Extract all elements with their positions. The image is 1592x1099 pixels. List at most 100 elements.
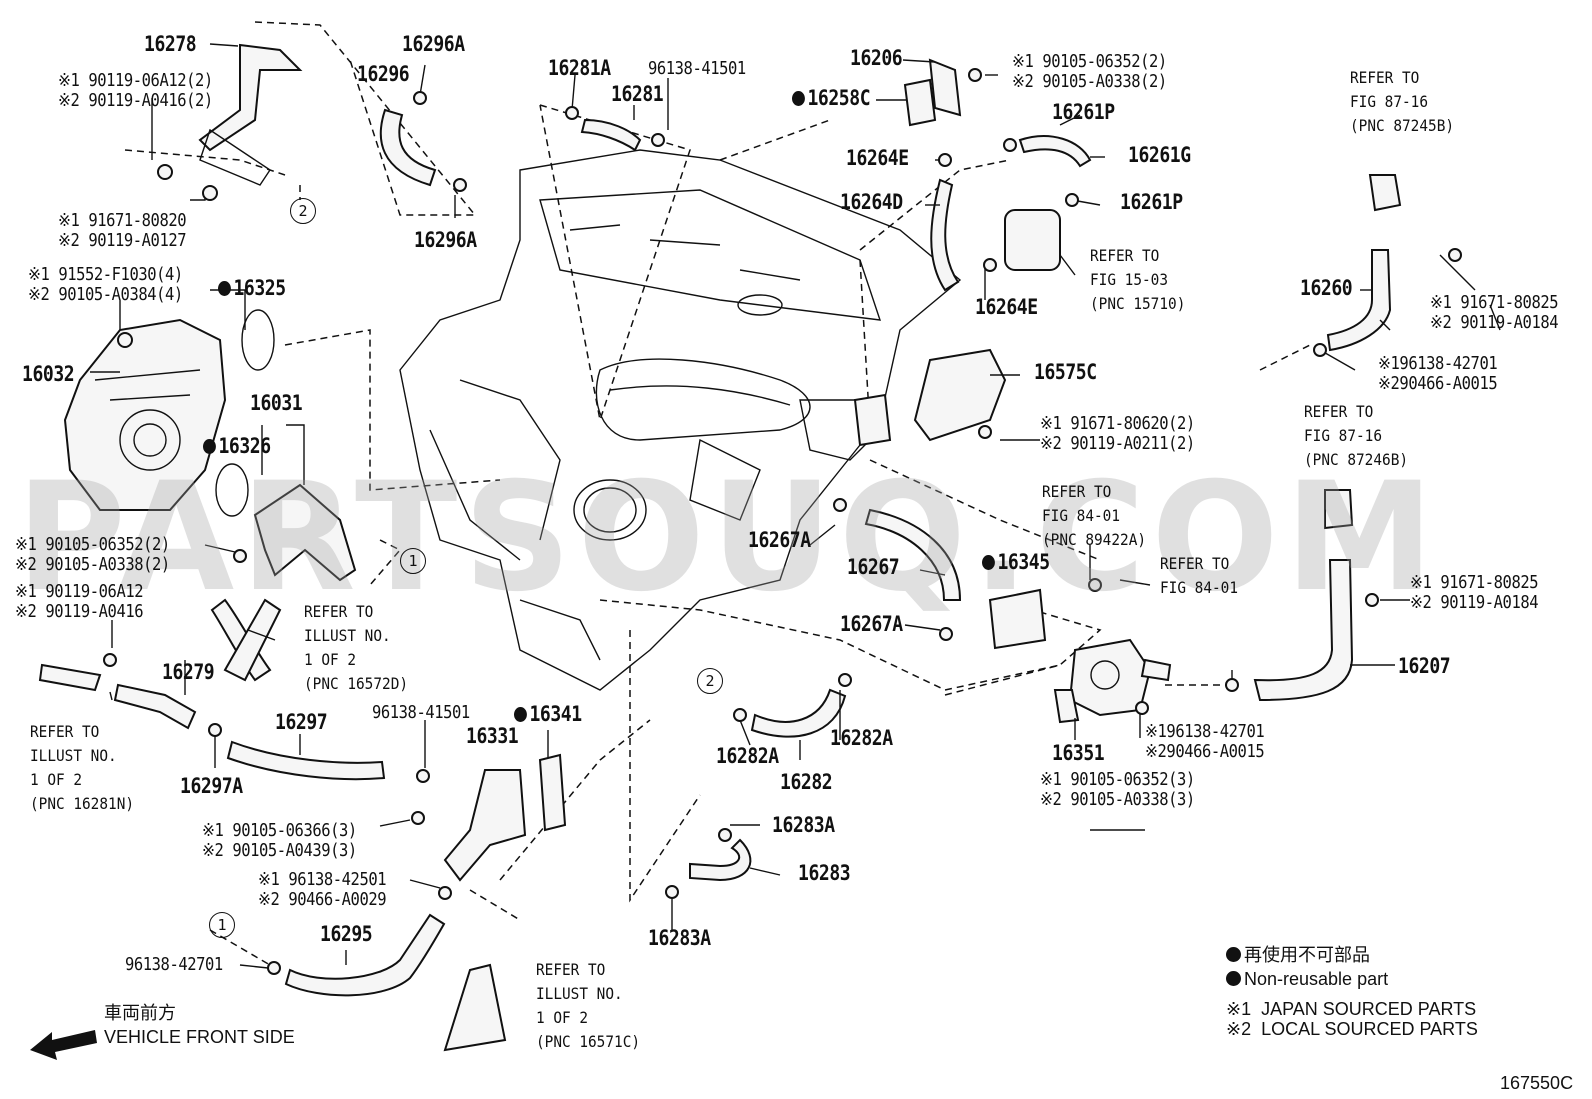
part-label-16261P-mid[interactable]: 16261P — [1120, 190, 1183, 214]
part-label-16283[interactable]: 16283 — [798, 861, 851, 885]
part-label-16326[interactable]: 16326 — [203, 436, 271, 457]
part-label-16264E-top[interactable]: 16264E — [846, 146, 909, 170]
pipe-left — [38, 663, 102, 692]
fasteners — [103, 68, 1462, 975]
housing-16331 — [443, 769, 527, 882]
alt-number[interactable]: ※1 90105-06352(2) — [1012, 51, 1167, 72]
hose-16283 — [689, 838, 752, 882]
part-label-16267[interactable]: 16267 — [847, 555, 900, 579]
part-label-16345[interactable]: 16345 — [982, 552, 1050, 573]
refer-note-15710[interactable]: REFER TO FIG 15-03 (PNC 15710) — [1090, 246, 1186, 313]
alt-number[interactable]: ※196138-42701 — [1378, 353, 1498, 374]
alt-number[interactable]: ※290466-A0015 — [1378, 373, 1498, 394]
part-label-16351[interactable]: 16351 — [1052, 741, 1105, 765]
part-label-96138-41501-bottom[interactable]: 96138-41501 — [372, 702, 470, 723]
bracket-16031b — [853, 393, 892, 447]
alt-number[interactable]: ※2 90105-A0338(3) — [1040, 789, 1195, 810]
gasket-16345 — [988, 588, 1047, 650]
part-label-96138-41501-top[interactable]: 96138-41501 — [648, 58, 746, 79]
watermark: PARTSOUQ.COM — [16, 451, 1441, 625]
part-label-16032[interactable]: 16032 — [22, 362, 75, 386]
refer-note-16281N[interactable]: REFER TO ILLUST NO. 1 OF 2 (PNC 16281N) — [30, 722, 135, 813]
alt-number[interactable]: ※2 90105-A0338(2) — [1012, 71, 1167, 92]
hose-16278 — [198, 43, 303, 186]
alt-number[interactable]: ※2 90466-A0029 — [258, 889, 387, 910]
sensor-16207 — [1324, 489, 1354, 530]
part-label-16282[interactable]: 16282 — [780, 770, 833, 794]
alt-number[interactable]: ※1 96138-42501 — [258, 869, 387, 890]
part-label-16281[interactable]: 16281 — [611, 82, 664, 106]
part-label-16207[interactable]: 16207 — [1398, 654, 1451, 678]
alt-number[interactable]: ※290466-A0015 — [1145, 741, 1265, 762]
hose-16207 — [1253, 559, 1354, 702]
part-label-16264E-bottom[interactable]: 16264E — [975, 295, 1038, 319]
vehicle-front-en: VEHICLE FRONT SIDE — [104, 1027, 295, 1047]
refer-note-87246B[interactable]: REFER TO FIG 87-16 (PNC 87246B) — [1304, 402, 1409, 469]
part-label-16261G[interactable]: 16261G — [1128, 143, 1191, 167]
part-label-16279[interactable]: 16279 — [162, 660, 215, 684]
front-arrow-icon — [30, 1030, 97, 1060]
alt-number[interactable]: ※2 90119-A0416(2) — [58, 90, 213, 111]
part-label-16261P-top[interactable]: 16261P — [1052, 100, 1115, 124]
part-label-16296A-top[interactable]: 16296A — [402, 32, 465, 56]
alt-number[interactable]: ※2 90105-A0338(2) — [15, 554, 170, 575]
part-label-16260[interactable]: 16260 — [1300, 276, 1353, 300]
gasket-16326 — [215, 463, 249, 517]
sensor-16260 — [1368, 174, 1402, 212]
part-label-16031[interactable]: 16031 — [250, 391, 303, 415]
part-label-16282A-right[interactable]: 16282A — [830, 726, 893, 750]
alt-number[interactable]: ※1 90119-06A12 — [15, 581, 144, 602]
part-label-16283A-top[interactable]: 16283A — [772, 813, 835, 837]
joint-16279 — [113, 683, 197, 730]
alt-number[interactable]: ※2 90119-A0184 — [1430, 312, 1559, 333]
part-label-16297[interactable]: 16297 — [275, 710, 328, 734]
alt-number[interactable]: ※1 91671-80820 — [58, 210, 187, 231]
alt-number[interactable]: ※2 90119-A0416 — [15, 601, 144, 622]
gasket-16258C — [903, 78, 937, 127]
part-label-16297A[interactable]: 16297A — [180, 774, 243, 798]
part-label-16283A-bottom[interactable]: 16283A — [648, 926, 711, 950]
alt-number[interactable]: ※1 90119-06A12(2) — [58, 70, 213, 91]
thermostat-16351 — [1053, 638, 1172, 724]
part-label-16331[interactable]: 16331 — [466, 724, 519, 748]
part-label-16296A-bottom[interactable]: 16296A — [414, 228, 477, 252]
alt-number[interactable]: ※1 91671-80825 — [1410, 572, 1539, 593]
alt-number[interactable]: ※2 90119-A0184 — [1410, 592, 1539, 613]
refer-note-89422A[interactable]: REFER TO FIG 84-01 (PNC 89422A) — [1042, 482, 1147, 549]
alt-number[interactable]: ※1 90105-06352(2) — [15, 534, 170, 555]
refer-note-87245B[interactable]: REFER TO FIG 87-16 (PNC 87245B) — [1350, 68, 1455, 135]
alt-number[interactable]: ※2 90105-A0384(4) — [28, 284, 183, 305]
refer-note-84-01[interactable]: REFER TO FIG 84-01 — [1160, 554, 1239, 597]
alt-number[interactable]: ※2 90119-A0211(2) — [1040, 433, 1195, 454]
alt-number[interactable]: ※196138-42701 — [1145, 721, 1265, 742]
refer-note-16571C[interactable]: REFER TO ILLUST NO. 1 OF 2 (PNC 16571C) — [536, 960, 641, 1051]
part-label-16258C[interactable]: 16258C — [792, 88, 871, 109]
part-label-16206[interactable]: 16206 — [850, 46, 903, 70]
part-label-16575C[interactable]: 16575C — [1034, 360, 1097, 384]
part-label-16296[interactable]: 16296 — [357, 62, 410, 86]
part-label-16325[interactable]: 16325 — [218, 278, 286, 299]
non-reusable-dot-icon — [982, 555, 995, 570]
alt-number[interactable]: ※1 91671-80620(2) — [1040, 413, 1195, 434]
hose-16261G — [1018, 135, 1092, 168]
part-label-16295[interactable]: 16295 — [320, 922, 373, 946]
hose-16282 — [750, 688, 847, 738]
alt-number[interactable]: ※1 91671-80825 — [1430, 292, 1559, 313]
alt-number[interactable]: ※1 91552-F1030(4) — [28, 264, 183, 285]
marker-2: 2 — [290, 198, 316, 224]
part-label-96138-42701[interactable]: 96138-42701 — [125, 954, 223, 975]
part-label-16264D[interactable]: 16264D — [840, 190, 903, 214]
part-label-16341[interactable]: 16341 — [514, 704, 582, 725]
refer-note-16572D[interactable]: REFER TO ILLUST NO. 1 OF 2 (PNC 16572D) — [304, 602, 409, 693]
alt-number[interactable]: ※1 90105-06366(3) — [202, 820, 357, 841]
cover-16261 — [1004, 209, 1061, 271]
part-label-16281A[interactable]: 16281A — [548, 56, 611, 80]
alt-number[interactable]: ※2 90119-A0127 — [58, 230, 187, 251]
alt-number[interactable]: ※2 90105-A0439(3) — [202, 840, 357, 861]
alt-number[interactable]: ※1 90105-06352(3) — [1040, 769, 1195, 790]
part-label-16267A-top[interactable]: 16267A — [748, 528, 811, 552]
part-label-16282A-left[interactable]: 16282A — [716, 744, 779, 768]
part-label-16267A-bottom[interactable]: 16267A — [840, 612, 903, 636]
part-label-16278[interactable]: 16278 — [144, 32, 197, 56]
